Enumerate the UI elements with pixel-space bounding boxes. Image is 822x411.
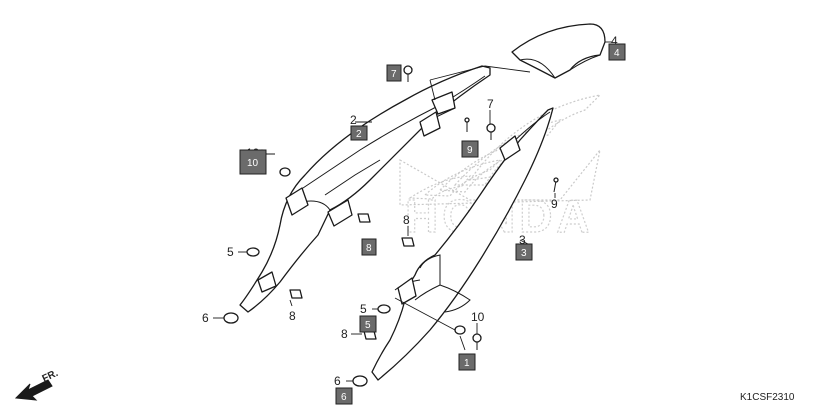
svg-text:1: 1 xyxy=(464,358,470,369)
callout-7-right: 7 xyxy=(487,97,494,111)
arrow-icon xyxy=(14,379,53,401)
svg-text:8: 8 xyxy=(366,243,372,254)
svg-text:2: 2 xyxy=(356,129,362,140)
callout-5-left: 5 xyxy=(227,245,234,259)
ref-box-5: 5 xyxy=(359,315,377,333)
collar-10-right xyxy=(454,325,466,335)
callout-8-bottom: 8 xyxy=(341,327,348,341)
part-left-side-cover xyxy=(239,65,491,313)
callout-8-right: 8 xyxy=(403,213,410,227)
callout-6-right: 6 xyxy=(334,374,341,388)
ref-box-9: 9 xyxy=(461,140,479,158)
front-label: FR. xyxy=(41,368,60,385)
svg-text:4: 4 xyxy=(614,48,620,59)
callout-3: 3 xyxy=(519,233,526,247)
svg-text:6: 6 xyxy=(341,392,347,403)
part-right-side-cover xyxy=(371,107,554,381)
clip-8-upper xyxy=(357,213,371,223)
clip-8-lower xyxy=(289,289,303,299)
front-arrow: FR. xyxy=(14,368,60,401)
ref-box-10: 10 xyxy=(239,149,267,175)
part-seat-cowl xyxy=(511,23,606,79)
bolt-7-top xyxy=(403,65,413,82)
grommet-5-left xyxy=(246,247,260,257)
bolt-7-right xyxy=(486,123,496,140)
ref-box-8-upper: 8 xyxy=(361,238,377,256)
svg-text:3: 3 xyxy=(521,248,527,259)
svg-text:10: 10 xyxy=(247,158,259,169)
grommet-6-right xyxy=(352,375,368,387)
callout-4: 4 xyxy=(611,34,618,48)
ref-box-1: 1 xyxy=(458,353,476,371)
callout-5-right: 5 xyxy=(360,302,367,316)
ref-box-2: 2 xyxy=(350,125,368,141)
callout-10-right: 10 xyxy=(471,310,485,324)
bolt-10-right xyxy=(472,333,482,350)
callout-2: 2 xyxy=(350,113,357,127)
svg-text:9: 9 xyxy=(467,145,473,156)
ref-box-4: 4 xyxy=(608,43,626,61)
ref-box-3: 3 xyxy=(515,243,533,261)
collar-10-left xyxy=(279,167,291,177)
leader-lines xyxy=(213,41,612,382)
callout-8-lower: 8 xyxy=(289,309,296,323)
ref-box-7: 7 xyxy=(386,64,402,82)
grommet-6-left xyxy=(223,312,239,324)
ref-box-6: 6 xyxy=(335,387,353,405)
callout-6-left: 6 xyxy=(202,311,209,325)
svg-text:7: 7 xyxy=(391,69,397,80)
screw-9-small xyxy=(464,117,470,132)
clip-8-right xyxy=(401,237,415,247)
screw-9 xyxy=(553,177,559,193)
callout-9: 9 xyxy=(551,197,558,211)
diagram-code: K1CSF2310 xyxy=(740,392,795,403)
grommet-5-right xyxy=(377,304,391,314)
svg-text:5: 5 xyxy=(365,320,371,331)
